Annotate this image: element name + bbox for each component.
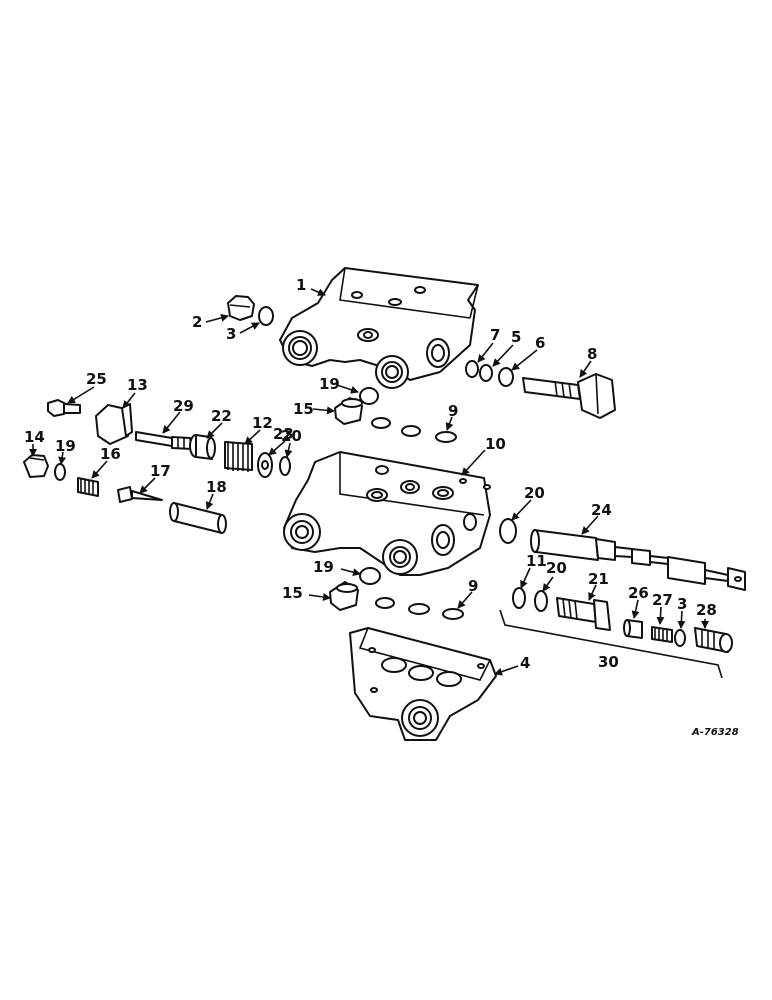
o-ring-19a — [359, 387, 379, 405]
valve-body-lower — [283, 451, 491, 576]
ring-5 — [479, 364, 493, 382]
o-ring-9-upper-b — [401, 425, 421, 437]
ring-20c — [534, 590, 548, 612]
plug-15a — [334, 397, 363, 425]
callout-9-upper: 9 — [448, 402, 458, 420]
plug-15b — [329, 581, 359, 611]
base-plate — [349, 627, 497, 741]
group-30-bracket — [499, 609, 723, 679]
callout-23: 23 — [273, 425, 294, 443]
screw-25 — [47, 399, 81, 417]
callout-8: 8 — [587, 345, 597, 363]
callout-15-upper: 15 — [293, 400, 314, 418]
callout-3-top: 3 — [226, 325, 236, 343]
callout-20-right: 20 — [524, 484, 545, 502]
sleeve-18 — [169, 502, 227, 534]
callout-20-left: 20 — [281, 427, 302, 445]
callout-labels: 1 2 3 7 5 6 8 19 15 9 25 13 29 22 12 23 … — [24, 276, 739, 738]
callout-16: 16 — [100, 445, 121, 463]
callout-13: 13 — [127, 376, 148, 394]
callout-2: 2 — [192, 313, 202, 331]
spring-27 — [651, 626, 673, 643]
sleeve-22 — [189, 434, 216, 460]
callout-19-left: 19 — [55, 437, 76, 455]
spring-12 — [224, 441, 253, 472]
callout-20-group: 20 — [546, 559, 567, 577]
hex-plug-2 — [227, 295, 255, 321]
leader-arrows — [29, 288, 709, 676]
o-ring-9-lower-a — [375, 597, 395, 609]
fitting-21 — [556, 597, 611, 631]
callout-6: 6 — [535, 334, 545, 352]
o-ring-9-upper-c — [435, 431, 457, 443]
poppet-17 — [117, 486, 163, 503]
callout-7: 7 — [490, 326, 500, 344]
callout-21: 21 — [588, 570, 609, 588]
callout-24: 24 — [591, 501, 612, 519]
valve-body-upper — [279, 267, 479, 389]
callout-3-group: 3 — [677, 595, 687, 613]
callout-18: 18 — [206, 478, 227, 496]
callout-11: 11 — [526, 552, 547, 570]
plunger-26 — [623, 619, 643, 639]
callout-17: 17 — [150, 462, 171, 480]
callout-15-lower: 15 — [282, 584, 303, 602]
callout-22: 22 — [211, 407, 232, 425]
callout-28: 28 — [696, 601, 717, 619]
ring-6 — [498, 367, 514, 387]
ring-20a — [279, 456, 291, 476]
callout-19-upper: 19 — [319, 375, 340, 393]
callout-25: 25 — [86, 370, 107, 388]
ring-20b — [499, 518, 517, 544]
callout-5: 5 — [511, 328, 521, 346]
callout-30: 30 — [598, 653, 619, 671]
spring-16 — [77, 477, 99, 497]
cap-28 — [694, 627, 733, 653]
callout-26: 26 — [628, 584, 649, 602]
washer-23 — [257, 452, 273, 478]
callout-1: 1 — [296, 276, 306, 294]
callout-9-lower: 9 — [468, 577, 478, 595]
pin-29 — [135, 431, 193, 450]
ring-11 — [512, 587, 526, 609]
ring-19b — [54, 463, 66, 481]
callout-10: 10 — [485, 435, 506, 453]
callout-14: 14 — [24, 428, 45, 446]
drawing-code: A-76328 — [691, 727, 739, 738]
seal-ring-3a — [258, 306, 274, 326]
callout-4: 4 — [520, 654, 530, 672]
callout-12: 12 — [252, 414, 273, 432]
plug-13 — [95, 403, 133, 445]
o-ring-19c — [359, 567, 381, 585]
o-ring-9-lower-b — [408, 603, 430, 615]
o-ring-9-lower-c — [442, 608, 464, 620]
spool-24 — [530, 529, 746, 591]
o-ring-9-upper-a — [371, 417, 391, 429]
callout-29: 29 — [173, 397, 194, 415]
plug-14 — [23, 454, 49, 478]
ring-7 — [465, 360, 479, 378]
ring-3b — [674, 629, 686, 647]
callout-19-lower: 19 — [313, 558, 334, 576]
callout-27: 27 — [652, 591, 673, 609]
bolt-8 — [522, 373, 616, 419]
